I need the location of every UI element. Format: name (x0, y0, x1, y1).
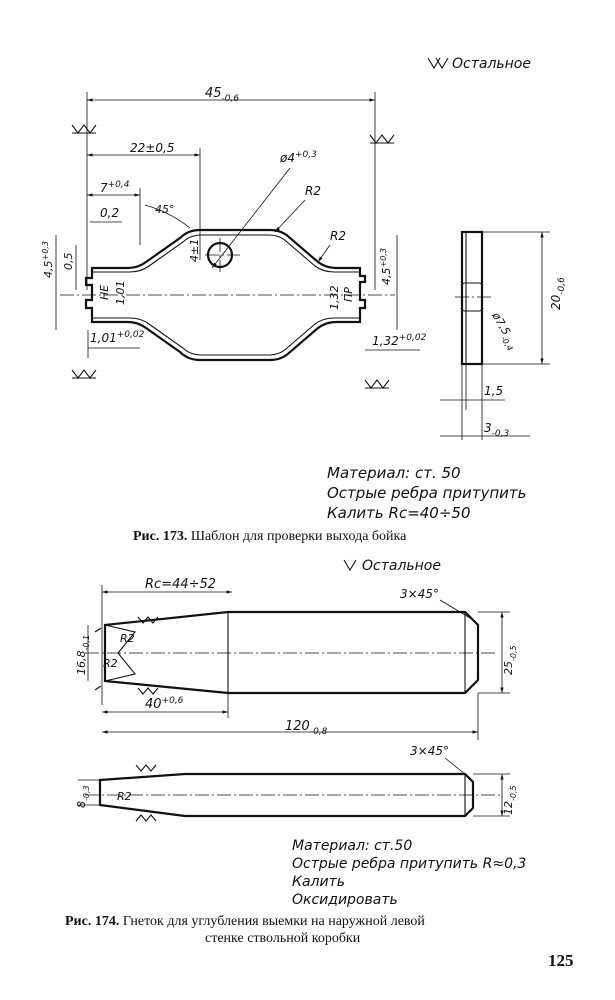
dim-1-01-bottom: 1,01+0,02 (90, 330, 145, 345)
dim-chamfer-top: 3×45° (400, 587, 439, 601)
dim-25: 25-0,5 (502, 645, 518, 675)
fig174-caption-line2: стенке ствольной коробки (205, 931, 361, 946)
dim-20: 20-0,6 (549, 277, 567, 310)
dim-rc: Rс=44÷52 (145, 577, 216, 592)
dim-1-32-bottom: 1,32+0,02 (372, 333, 427, 348)
label-he: НЕ (98, 285, 111, 300)
page-number: 125 (548, 951, 574, 970)
label-pr: ПР (342, 287, 355, 302)
dim-0-5: 0,5 (62, 253, 75, 271)
dim-12: 12-0,5 (502, 785, 518, 815)
fig174-note-line: Оксидировать (292, 892, 398, 908)
dim-3: 3-0,3 (484, 421, 509, 439)
roughness-symbol-icon (343, 559, 357, 572)
dim-120: 120-0,8 (285, 719, 328, 737)
dim-22: 22±0,5 (130, 141, 174, 155)
dim-r2-a: R2 (305, 184, 321, 198)
dim-4-5-right: 4,5+0,3 (379, 248, 393, 285)
dim-1-01-vert: 1,01 (114, 281, 127, 306)
fig174-note-line: Острые ребра притупить R≈0,3 (292, 856, 526, 872)
dim-0-2: 0,2 (100, 206, 119, 220)
dim-1-5: 1,5 (484, 384, 503, 398)
dim-r2-top: R2 (120, 632, 135, 645)
fig174-notes: Материал: ст.50 Острые ребра притупить R… (292, 838, 526, 908)
fig173-surface-note: Остальное (452, 56, 531, 72)
dim-7: 7+0,4 (100, 180, 130, 195)
dim-1-32-vert: 1,32 (328, 286, 341, 311)
fig173-drawing: Остальное 45-0,6 22±0,5 ø4+0,3 7+0,4 45°… (41, 56, 567, 440)
dim-r2-bot: R2 (103, 657, 118, 670)
dim-hole-dia: ø4+0,3 (279, 150, 317, 165)
dim-4pm1: 4±1 (188, 239, 201, 262)
dim-45deg: 45° (155, 203, 175, 216)
fig173-caption: Рис. 173. Шаблон для проверки выхода бой… (133, 529, 407, 544)
tool-side-view (98, 772, 475, 818)
dim-40: 40+0,6 (145, 696, 184, 712)
roughness-symbol-icon (427, 57, 449, 70)
dim-chamfer-side: 3×45° (410, 744, 449, 758)
dim-4-5-left: 4,5+0,3 (41, 241, 55, 278)
fig173-notes: Материал: ст. 50 Острые ребра притупить … (327, 464, 526, 522)
dim-8: 8-0,3 (75, 785, 91, 808)
fig174-caption-line1: Рис. 174. Гнеток для углубления выемки н… (65, 914, 425, 929)
template-body (84, 228, 367, 362)
dim-7-5: ø7,5-0,4 (486, 309, 520, 352)
fig173-note-line: Материал: ст. 50 (327, 464, 461, 482)
template-side-view (460, 230, 484, 366)
fig173-note-line: Острые ребра притупить (327, 484, 526, 502)
fig174-note-line: Материал: ст.50 (292, 838, 412, 854)
hatch-marks (71, 124, 395, 389)
dim-16-8: 16,8-0,1 (75, 635, 91, 675)
fig174-note-line: Калить (292, 874, 345, 890)
fig174-drawing: Остальное Rс=44÷52 3×45° R2 R2 16,8-0,1 … (75, 558, 518, 822)
dim-overall-length: 45-0,6 (205, 86, 239, 104)
dim-r2-side: R2 (117, 790, 132, 803)
dim-r2-b: R2 (330, 229, 346, 243)
fig174-surface-note: Остальное (362, 558, 441, 574)
tool-top-view (103, 610, 480, 695)
fig173-note-line: Калить Rc=40÷50 (327, 504, 471, 522)
